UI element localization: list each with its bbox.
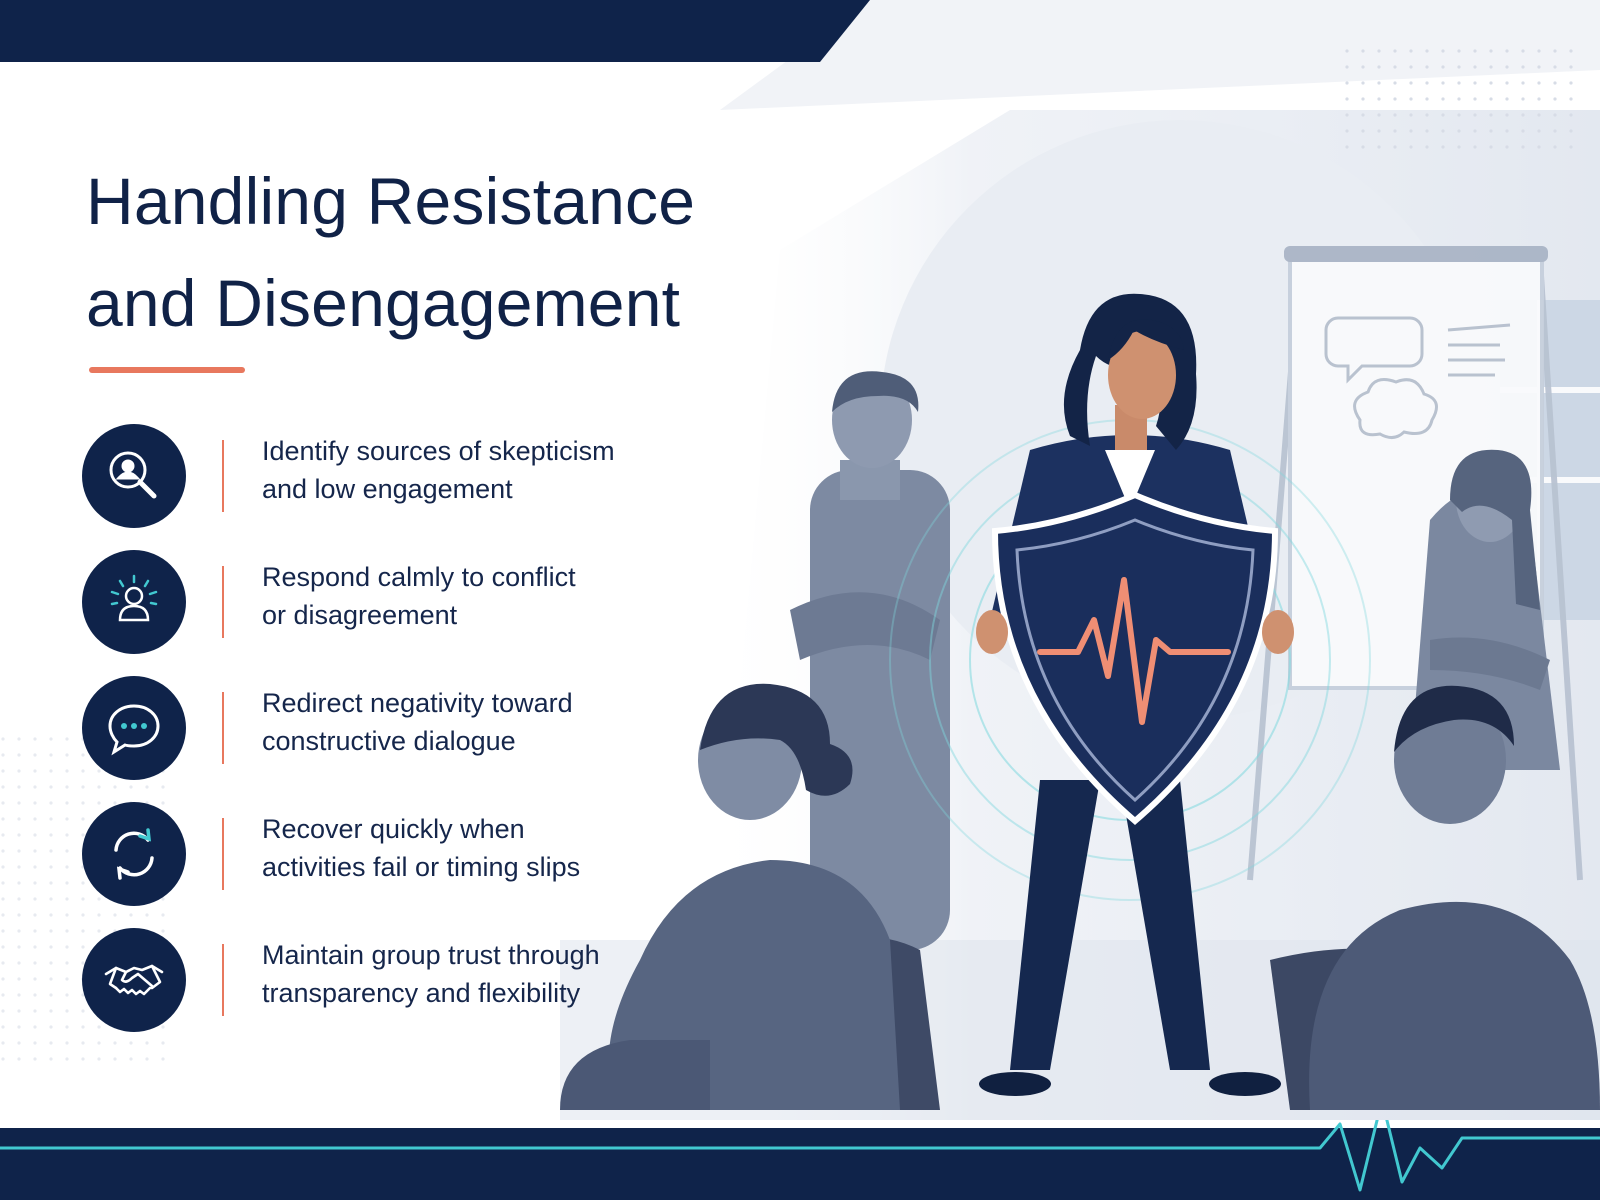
list-item: Recover quickly when activities fail or …	[82, 798, 682, 924]
speech-bubble-icon	[82, 676, 186, 780]
item-text: Recover quickly when activities fail or …	[262, 814, 581, 882]
seated-woman-figure	[560, 683, 940, 1110]
item-divider	[222, 692, 224, 764]
title-accent-rule	[89, 367, 245, 373]
bottom-band	[0, 1120, 1600, 1200]
page-title: Handling Resistance and Disengagement	[86, 150, 695, 354]
item-text: Respond calmly to conflict or disagreeme…	[262, 562, 576, 630]
item-text: Redirect negativity toward constructive …	[262, 688, 573, 756]
handshake-icon	[82, 928, 186, 1032]
calm-person-icon	[82, 550, 186, 654]
list-item: Maintain group trust through transparenc…	[82, 924, 682, 1050]
title-line-1: Handling Resistance	[86, 164, 696, 238]
top-banner	[0, 0, 870, 62]
seated-man-figure	[1270, 685, 1600, 1110]
item-divider	[222, 944, 224, 1016]
item-divider	[222, 818, 224, 890]
standing-man-figure	[790, 371, 950, 950]
item-divider	[222, 566, 224, 638]
shield-icon	[976, 491, 1294, 825]
key-points-list: Identify sources of skepticism and low e…	[82, 420, 682, 1050]
list-item: Redirect negativity toward constructive …	[82, 672, 682, 798]
title-line-2: and Disengagement	[86, 266, 681, 340]
item-text: Identify sources of skepticism and low e…	[262, 436, 615, 504]
list-item: Respond calmly to conflict or disagreeme…	[82, 546, 682, 672]
magnifier-person-icon	[82, 424, 186, 528]
item-divider	[222, 440, 224, 512]
refresh-arrows-icon	[82, 802, 186, 906]
list-item: Identify sources of skepticism and low e…	[82, 420, 682, 546]
item-text: Maintain group trust through transparenc…	[262, 940, 600, 1008]
